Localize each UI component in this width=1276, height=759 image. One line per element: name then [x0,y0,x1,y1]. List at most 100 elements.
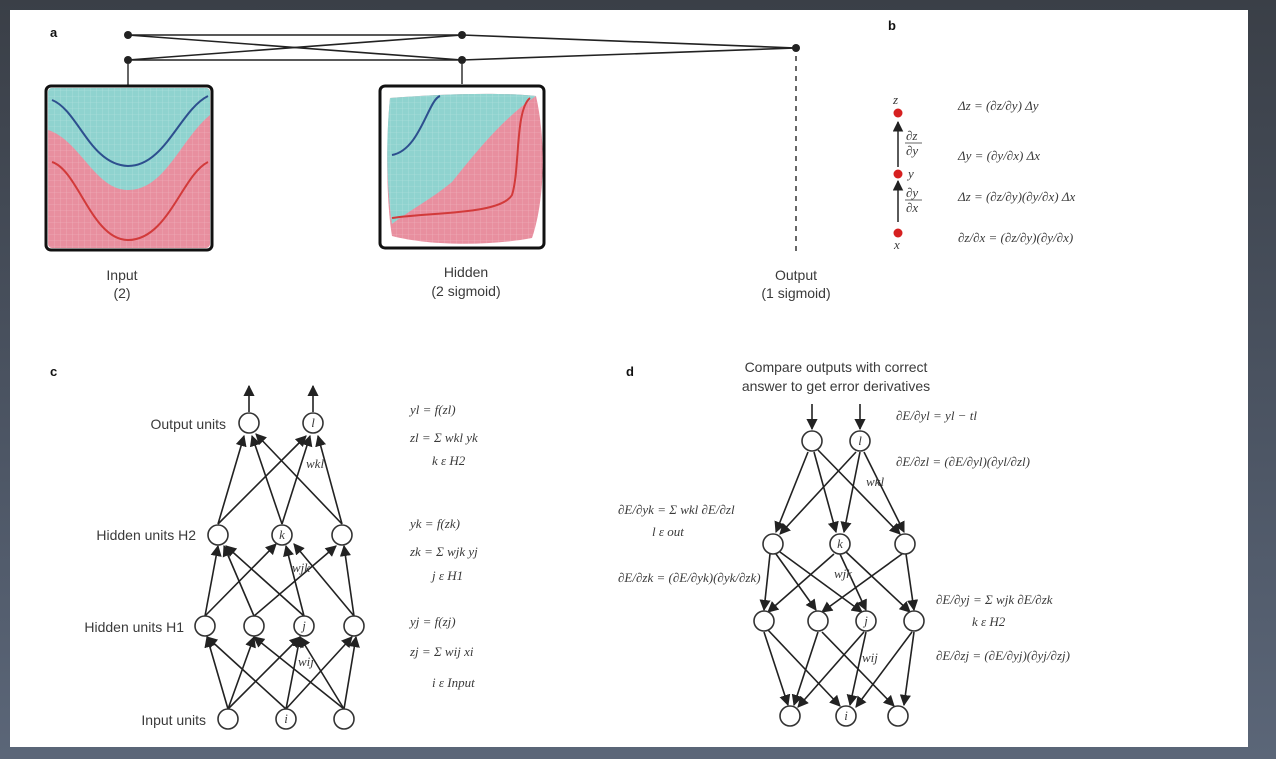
edge-c [204,544,222,617]
d-eq-h2-1: ∂E/∂yk = Σ wkl ∂E/∂zl [618,502,735,517]
edge-c [339,544,355,617]
edge-c [227,635,256,710]
edge-d [813,451,839,534]
c-weight-ij: wij [298,654,314,669]
dy-dx-num: ∂y [906,185,918,200]
c-input-node [217,708,239,730]
c-h2-node-k [271,524,293,546]
input-node-1 [124,31,132,39]
edge-c [285,636,353,710]
c-eq-h2-1: yk = f(zk) [408,516,460,531]
warped-blue-curve [391,95,441,156]
hidden-h1-label: Hidden units H1 [84,619,184,635]
c-eq-out2: zl = Σ wkl yk [409,430,478,445]
d-weight-kl: wkl [866,474,884,489]
d-caption-line2: answer to get error derivatives [742,378,930,394]
d-output-node [801,430,823,452]
c-weight-jk: wjk [292,560,310,575]
d-caption-line1: Compare outputs with correct [745,359,928,375]
panel-b-letter: b [888,18,896,33]
d-eq-h1-sub: k ε H2 [972,614,1006,629]
edge-h2-out [461,47,797,61]
blue-curve [51,95,209,168]
output-node [792,44,800,52]
edge-c [204,543,277,617]
c-h1-node-j [293,615,315,637]
edge-d [767,553,835,613]
edge-d [779,451,857,535]
edge-c [217,435,307,525]
edge-c [204,635,229,710]
c-input-node-i [275,708,297,730]
edge-c [249,434,283,525]
c-eq-h2-2: zk = Σ wjk yj [409,544,478,559]
edge-d [763,631,791,707]
output-label: Output [775,267,817,283]
c-eq-h1-3: i ε Input [432,675,475,690]
panel-a-letter: a [50,25,58,40]
c-h1-node [194,615,216,637]
edge-d [779,551,863,613]
edge-c [222,544,255,617]
d-h1-node [903,610,925,632]
edge-c [281,434,313,525]
c-eq-out1: yl = f(zl) [408,402,456,417]
panel-d-network: l k j i wkl wjk wij [753,404,925,727]
c-node-j-label: j [300,618,306,633]
c-node-i-label: i [284,711,288,726]
d-h2-node [894,533,916,555]
c-node-k-label: k [279,527,285,542]
panel-a-network [124,31,800,252]
c-eq-h1-2: zj = Σ wij xi [409,644,474,659]
input-space-plot [44,84,214,252]
edge-d [791,631,819,707]
c-h2-node [331,524,353,546]
edge-d [905,553,919,612]
panel-c-letter: c [50,364,57,379]
d-weight-ij: wij [862,650,878,665]
warped-grid [387,93,543,244]
input-sublabel: (2) [113,285,130,301]
c-eq-h1-1: yj = f(zj) [408,614,456,629]
node-x [893,228,903,238]
edge-d [899,631,915,707]
equation-b4: ∂z/∂x = (∂z/∂y)(∂y/∂x) [958,230,1073,245]
d-eq-h1-1: ∂E/∂yj = Σ wjk ∂E/∂zk [936,592,1053,607]
node-z-label: z [892,92,898,107]
input-label: Input [106,267,137,283]
hidden-space-plot [378,84,546,250]
panel-b-chain: z ∂z ∂y y ∂y ∂x x [892,92,922,252]
edge-d [839,553,867,612]
input-units-label: Input units [141,712,206,728]
edge-c [293,543,355,617]
c-output-node [238,412,260,434]
d-weight-jk: wjk [834,566,852,581]
edge-c [206,636,287,710]
edge-d [767,629,841,707]
edge-c [253,636,345,710]
edge-d [845,551,911,613]
c-h1-node [243,615,265,637]
edge-c [225,545,305,617]
equation-b2: Δy = (∂y/∂x) Δx [957,148,1040,163]
d-h1-node [807,610,829,632]
panel-c-network: l k j i wkl wjk wij [194,384,365,730]
d-input-node [887,705,909,727]
c-eq-out3: k ε H2 [432,453,466,468]
d-h2-node-k [829,533,851,555]
output-sublabel: (1 sigmoid) [761,285,830,301]
figure-panel [10,10,1248,747]
hidden-sublabel: (2 sigmoid) [431,283,500,299]
node-y [893,169,903,179]
d-h1-node-j [855,610,877,632]
edge-c [285,635,304,710]
edge-c [255,433,343,525]
edge-in2-h1 [127,34,463,61]
d-input-node-i [835,705,857,727]
d-eq-h2-sub: l ε out [652,524,684,539]
c-eq-h2-3: j ε H1 [430,568,463,583]
hidden-node-1 [458,31,466,39]
edge-c [299,636,345,710]
input-node-2 [124,56,132,64]
node-x-label: x [893,237,900,252]
